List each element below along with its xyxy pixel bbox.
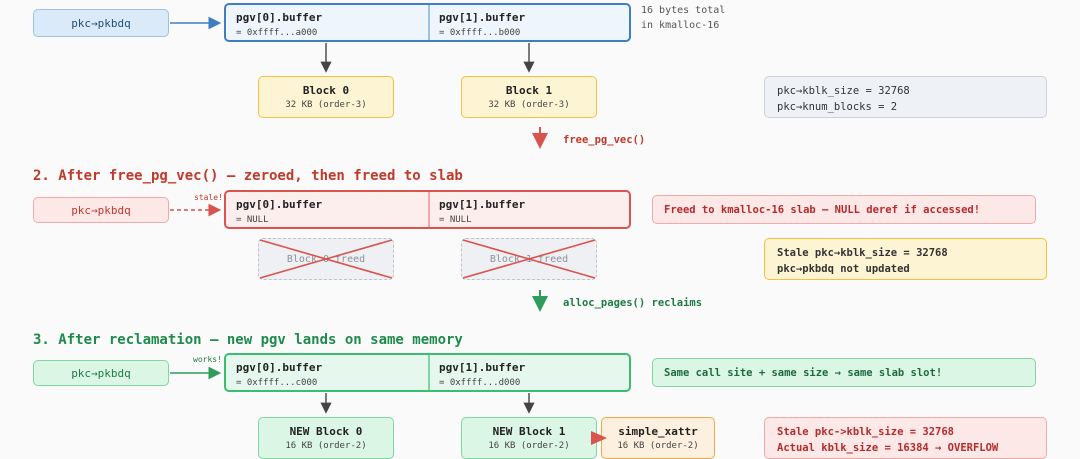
s2-arrow-label: alloc_pages() reclaims	[563, 297, 703, 309]
s1-info-line1: pkc→kblk_size = 32768	[777, 85, 910, 97]
s3-xattr-box: simple_xattr 16 KB (order-2)	[601, 417, 715, 459]
s3-block1-sub: 16 KB (order-2)	[488, 441, 570, 451]
s3-xattr-adjacency-arrow	[591, 431, 607, 445]
s3-pgv1-title: pgv[1].buffer	[439, 361, 526, 374]
s2-pgv-divider	[428, 192, 430, 227]
s1-block1: Block 1 32 KB (order-3)	[461, 76, 597, 118]
s3-pkc-label: pkc→pkbdq	[71, 366, 131, 380]
s3-block0-title: NEW Block 0	[289, 425, 363, 438]
s1-block1-sub: 32 KB (order-3)	[488, 100, 570, 110]
s2-block1-cross-b	[462, 239, 596, 279]
s2-stale-line1: Stale pkc→kblk_size = 32768	[777, 247, 948, 259]
s2-block0-cross-b	[259, 239, 393, 279]
s3-overflow-line1: Stale pkc->kblk_size = 32768	[777, 426, 955, 438]
s3-overflow-line2: Actual kblk_size = 16384 → OVERFLOW	[777, 442, 999, 454]
s3-block0: NEW Block 0 16 KB (order-2)	[258, 417, 394, 459]
s1-info-box: pkc→kblk_size = 32768 pkc→knum_blocks = …	[764, 76, 1047, 118]
s3-pgv-divider	[428, 355, 430, 390]
s1-pgv0-addr: = 0xffff...a000	[236, 28, 318, 38]
s1-block1-title: Block 1	[505, 84, 553, 97]
s1-pgv1-addr: = 0xffff...b000	[439, 28, 521, 38]
s1-arrow-label: free_pg_vec()	[563, 134, 646, 146]
s3-pgv0-addr: = 0xffff...c000	[236, 378, 318, 388]
s2-freed-note-text: Freed to kmalloc-16 slab — NULL deref if…	[664, 204, 981, 216]
s1-pkc-box: pkc→pkbdq	[33, 9, 169, 37]
s3-heading: 3. After reclamation — new pgv lands on …	[33, 332, 463, 348]
s2-stale-box: Stale pkc→kblk_size = 32768 pkc→pkbdq no…	[764, 238, 1047, 280]
s2-pkc-label: pkc→pkbdq	[71, 203, 131, 217]
s1-pgv0-title: pgv[0].buffer	[236, 11, 323, 24]
s1-note-line1: 16 bytes total	[641, 5, 726, 16]
s1-block0-title: Block 0	[302, 84, 350, 97]
s2-stale-tag: stale!	[194, 193, 223, 202]
s1-pgv-divider	[428, 5, 430, 40]
s3-pkc-box: pkc→pkbdq	[33, 360, 169, 386]
s2-heading: 2. After free_pg_vec() — zeroed, then fr…	[33, 168, 463, 184]
s1-note-line2: in kmalloc-16	[641, 20, 720, 31]
s3-block1: NEW Block 1 16 KB (order-2)	[461, 417, 597, 459]
s3-callsite-text: Same call site + same size → same slab s…	[664, 367, 943, 379]
s3-block0-sub: 16 KB (order-2)	[285, 441, 367, 451]
s3-works-tag: works!	[193, 355, 222, 364]
s3-block1-title: NEW Block 1	[492, 425, 566, 438]
s3-pgv-array: pgv[0].buffer = 0xffff...c000 pgv[1].buf…	[224, 353, 631, 392]
s2-freed-note: Freed to kmalloc-16 slab — NULL deref if…	[652, 195, 1036, 224]
s1-pgv1-title: pgv[1].buffer	[439, 11, 526, 24]
s3-callsite-note: Same call site + same size → same slab s…	[652, 358, 1036, 387]
s3-xattr-sub: 16 KB (order-2)	[617, 441, 699, 451]
s1-block0: Block 0 32 KB (order-3)	[258, 76, 394, 118]
s3-pgv0-title: pgv[0].buffer	[236, 361, 323, 374]
s2-pgv0-addr: = NULL	[236, 215, 269, 225]
s2-pgv-array: pgv[0].buffer = NULL pgv[1].buffer = NUL…	[224, 190, 631, 229]
s1-pkc-label: pkc→pkbdq	[71, 16, 131, 30]
s2-pgv1-addr: = NULL	[439, 215, 472, 225]
s2-pkc-box: pkc→pkbdq	[33, 197, 169, 223]
s1-info-line2: pkc→knum_blocks = 2	[777, 101, 898, 113]
s1-block0-sub: 32 KB (order-3)	[285, 100, 367, 110]
s2-pgv0-title: pgv[0].buffer	[236, 198, 323, 211]
s3-pgv1-addr: = 0xffff...d000	[439, 378, 521, 388]
s3-overflow-box: Stale pkc->kblk_size = 32768 Actual kblk…	[764, 417, 1047, 459]
s1-pgv-array: pgv[0].buffer = 0xffff...a000 pgv[1].buf…	[224, 3, 631, 42]
s2-pgv1-title: pgv[1].buffer	[439, 198, 526, 211]
s3-xattr-title: simple_xattr	[618, 425, 698, 438]
s2-stale-line2: pkc→pkbdq not updated	[777, 263, 910, 275]
